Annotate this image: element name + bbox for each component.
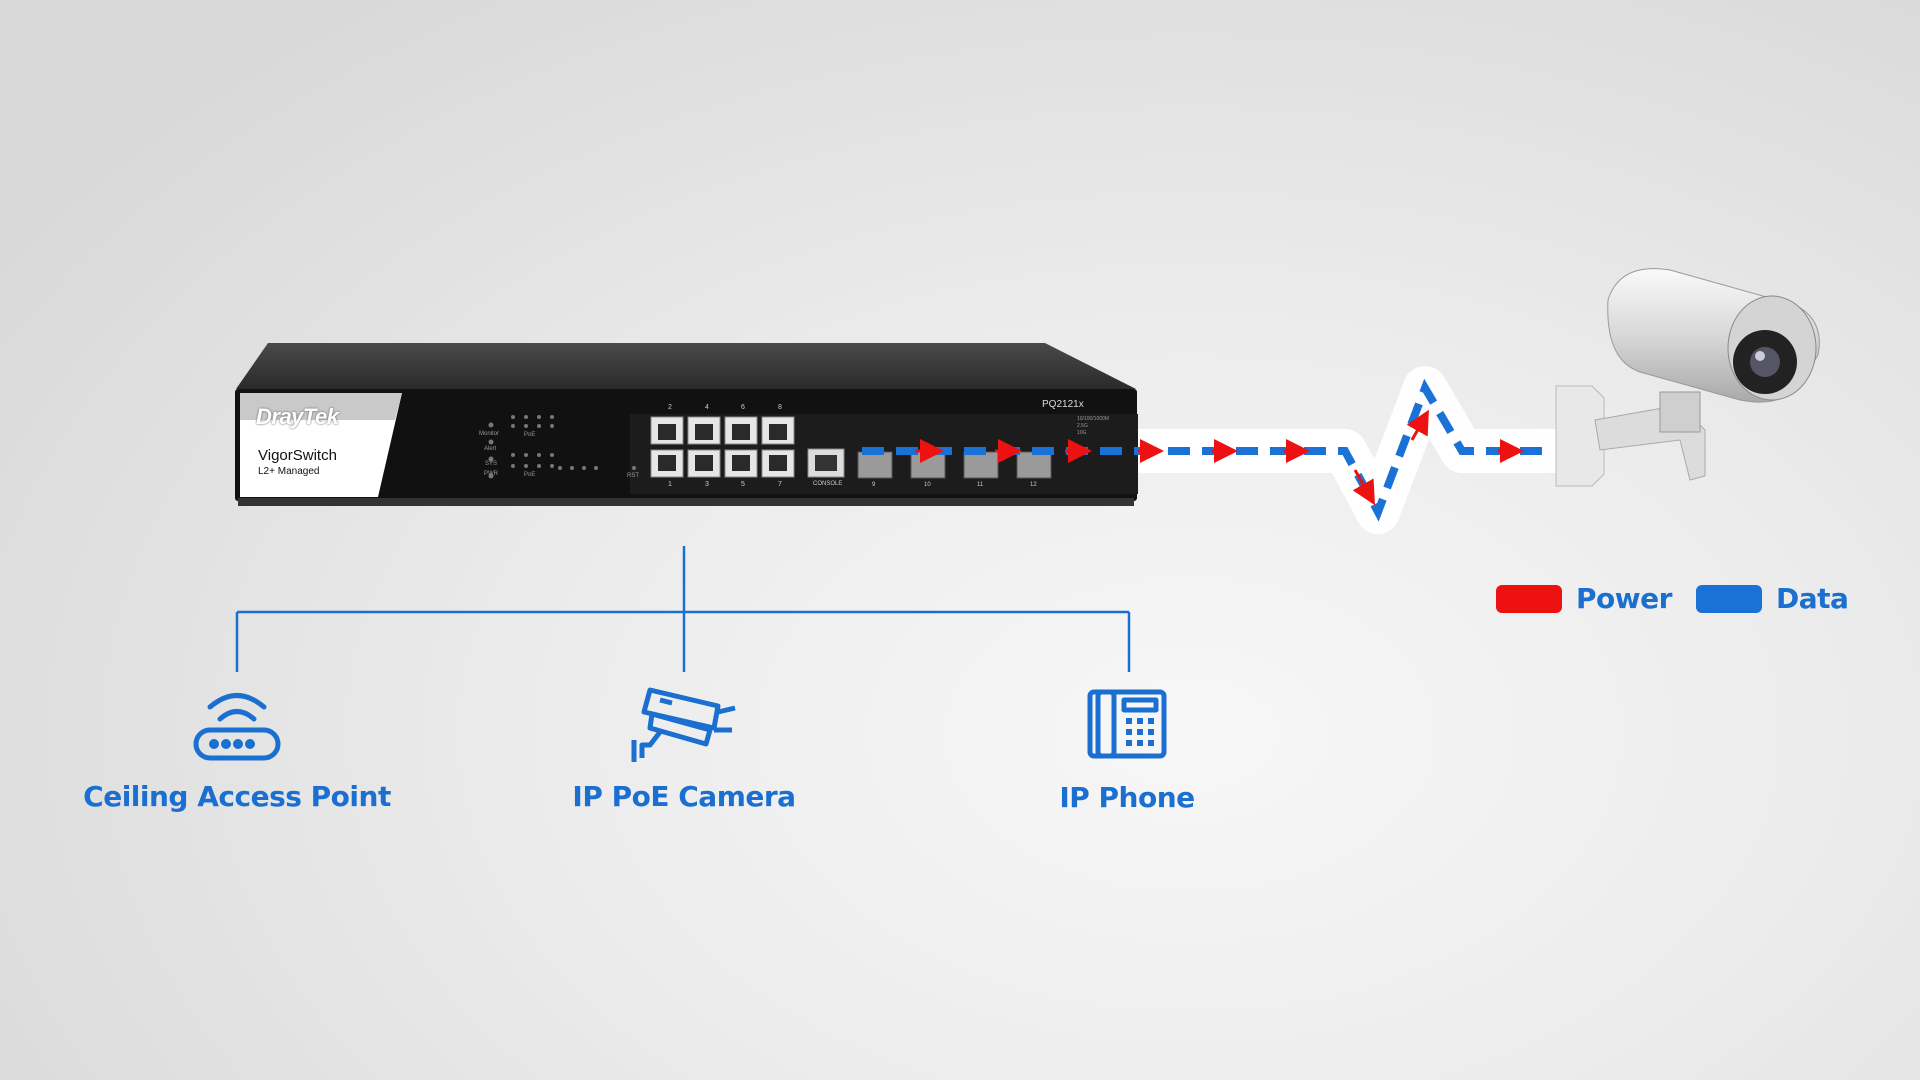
device-label-camera: IP PoE Camera bbox=[572, 780, 796, 813]
switch-brand: DrayTek bbox=[256, 404, 339, 429]
led-label-alert: Alert bbox=[484, 446, 497, 452]
sfp-number-11: 11 bbox=[977, 482, 984, 488]
legend-data-label: Data bbox=[1776, 582, 1849, 615]
switch-model: PQ2121x bbox=[1042, 399, 1084, 410]
security-camera-icon bbox=[631, 687, 736, 762]
legend-power-swatch bbox=[1496, 584, 1562, 613]
port-number-7: 7 bbox=[778, 481, 782, 488]
switch-subtitle: L2+ Managed bbox=[258, 466, 320, 477]
sfp-number-10: 10 bbox=[924, 482, 931, 488]
network-switch bbox=[235, 343, 1138, 506]
led-label-pwr: PWR bbox=[484, 471, 498, 477]
port-number-1: 1 bbox=[668, 481, 672, 488]
outdoor-camera bbox=[1555, 268, 1820, 487]
port-number-4: 4 bbox=[705, 404, 709, 411]
port-number-6: 6 bbox=[741, 404, 745, 411]
device-label-access-point: Ceiling Access Point bbox=[83, 780, 391, 813]
legend-data: Data bbox=[1696, 582, 1849, 615]
led-label-monitor: Monitor bbox=[479, 431, 500, 437]
port-number-5: 5 bbox=[741, 481, 745, 488]
sfp-number-12: 12 bbox=[1030, 482, 1037, 488]
sfp-number-9: 9 bbox=[872, 482, 876, 488]
speed-label-2: 2.5G bbox=[1077, 423, 1088, 429]
switch-product: VigorSwitch bbox=[258, 447, 337, 464]
poe-label-bottom: PoE bbox=[524, 472, 536, 478]
legend-power-label: Power bbox=[1576, 582, 1672, 615]
console-label: CONSOLE bbox=[813, 481, 843, 487]
speed-label-3: 10G bbox=[1077, 430, 1087, 436]
port-number-3: 3 bbox=[705, 481, 709, 488]
led-label-sys: SYS bbox=[485, 461, 498, 467]
port-number-8: 8 bbox=[778, 404, 782, 411]
data-flow bbox=[862, 378, 1545, 522]
legend-power: Power bbox=[1496, 582, 1672, 615]
device-label-phone: IP Phone bbox=[1059, 781, 1195, 814]
legend-data-swatch bbox=[1696, 584, 1762, 613]
poe-label-top: PoE bbox=[524, 432, 536, 438]
desk-phone-icon bbox=[1087, 689, 1167, 759]
router-wifi-icon bbox=[193, 693, 281, 761]
rst-label: RST bbox=[627, 473, 639, 479]
speed-label-1: 10/100/1000M bbox=[1077, 416, 1109, 422]
connector-lines bbox=[235, 546, 1131, 672]
port-number-2: 2 bbox=[668, 404, 672, 411]
